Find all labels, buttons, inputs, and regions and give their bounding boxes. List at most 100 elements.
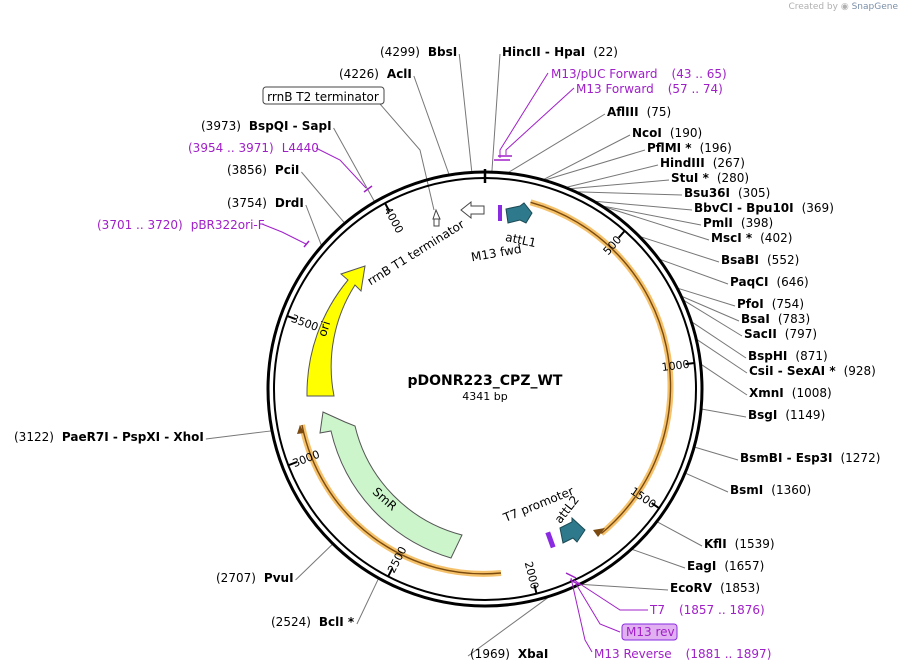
enzyme-leader-line [305, 204, 322, 246]
enzyme-label-xbai: (1969)XbaI [470, 647, 548, 661]
enzyme-leader-line [604, 206, 710, 241]
enzyme-leader-line [697, 339, 748, 374]
rrnb-t2-box [262, 86, 385, 105]
enzyme-leader-line [581, 583, 669, 591]
primer-label-m13-forward: M13 Forward(57 .. 74) [576, 82, 723, 96]
enzyme-label-msci: MscI *(402) [711, 231, 792, 245]
primer-leaders [261, 72, 648, 653]
credit-prefix: Created by [788, 2, 838, 12]
attl1-label: attL1 [504, 230, 537, 250]
enzyme-label-xmni: XmnI(1008) [749, 386, 832, 400]
insert-arc [529, 199, 674, 536]
enzyme-label-kfli: KflI(1539) [704, 537, 775, 551]
enzyme-leader-line [570, 179, 670, 190]
enzyme-label-bsai: BsaI(783) [741, 312, 810, 326]
enzyme-labels-right: HincII - HpaI(22) AflIII(75) NcoI(190) P… [502, 45, 880, 595]
primer-label-m13-rev: M13 rev [626, 625, 675, 639]
enzyme-label-pfoi: PfoI(754) [737, 297, 804, 311]
m13-fwd-label: M13 fwd [470, 242, 523, 265]
primer-markers [303, 155, 581, 586]
ori-label: ori [315, 319, 333, 338]
snapgene-logo-icon: ◉ [840, 2, 849, 12]
enzyme-label-bsmbi-esp3i: BsmBI - Esp3I(1272) [740, 451, 880, 465]
insert-arc-core [530, 201, 672, 535]
enzyme-leader-line [701, 408, 747, 418]
enzyme-leader-line [508, 113, 606, 173]
enzyme-label-bsphi: BspHI(871) [748, 349, 828, 363]
scale-tick-mark [286, 315, 296, 321]
enzyme-label-pvui: (2707)PvuI [216, 571, 294, 585]
enzyme-leader-line [578, 191, 683, 196]
enzyme-leader-line [413, 75, 450, 175]
primer-label-m13-puc-forward: M13/pUC Forward(43 .. 65) [551, 67, 727, 81]
enzyme-label-bsu36i: Bsu36I(305) [684, 186, 770, 200]
smr-feature [319, 411, 463, 559]
enzyme-leader-line [641, 236, 720, 263]
enzyme-leader-line [301, 171, 345, 223]
enzyme-label-drdi: (3754)DrdI [227, 196, 304, 210]
enzyme-label-pmli: PmlI(398) [703, 216, 773, 230]
enzyme-leader-line [660, 259, 729, 285]
enzyme-label-hincii-hpai: HincII - HpaI(22) [502, 45, 618, 59]
enzyme-label-afliii: AflIII(75) [607, 105, 671, 119]
enzyme-labels-left: (4299)BbsI (4226)AclI (3973)BspQI - SapI… [14, 45, 457, 629]
plasmid-size: 4341 bp [462, 390, 507, 403]
enzyme-leader-line [545, 149, 646, 181]
rrnb-t2-leader-line [379, 103, 435, 211]
primer-labels: M13/pUC Forward(43 .. 65) M13 Forward(57… [97, 67, 771, 661]
enzyme-label-pcii: (3856)PciI [227, 163, 299, 177]
rrnb-t1-terminator-arrow [460, 200, 485, 220]
enzyme-leader-line [295, 544, 333, 581]
enzyme-leader-line [701, 364, 748, 396]
enzyme-leader-line [684, 300, 743, 337]
enzyme-leader-line [458, 53, 473, 172]
t7-promoter-marker [545, 531, 556, 549]
attl2-arrow [559, 516, 586, 544]
enzyme-label-bcli: (2524)BclI * [271, 615, 355, 629]
enzyme-label-ecorv: EcoRV(1853) [670, 581, 760, 595]
enzyme-label-bbvci-bpu10i: BbvCI - Bpu10I(369) [694, 201, 834, 215]
enzyme-leader-line [543, 134, 631, 180]
scale-tick-mark [651, 502, 660, 510]
enzyme-leader-line [657, 521, 703, 547]
scale-tick-mark [618, 230, 626, 239]
attl1-arrow [505, 202, 533, 224]
scale-tick-label: 1000 [661, 358, 690, 374]
smr-insert-arrowhead [297, 425, 304, 434]
enzyme-label-hindiii: HindIII(267) [660, 156, 745, 170]
enzyme-leader-line [685, 472, 729, 493]
scale-tick-label: 2000 [522, 560, 541, 590]
m13-fwd-marker [498, 205, 502, 221]
primer-label-m13-reverse: M13 Reverse(1881 .. 1897) [594, 647, 771, 661]
enzyme-label-csii-sexai: CsiI - SexAI *(928) [749, 364, 876, 378]
enzyme-label-bbsi: (4299)BbsI [380, 45, 457, 59]
credit-app-name: SnapGene [851, 2, 898, 12]
enzyme-leader-line [595, 200, 693, 211]
scale-tick-mark [685, 362, 695, 366]
scale-tick-mark [533, 584, 538, 594]
primer-label-t7: T7(1857 .. 1876) [649, 603, 765, 617]
enzyme-label-stui: StuI *(280) [671, 171, 749, 185]
rrnb-t1-label: rrnB T1 terminator [365, 217, 467, 288]
enzyme-leader-line [632, 549, 686, 569]
ori-feature [306, 265, 366, 397]
insert-arrowhead [593, 528, 605, 537]
enzyme-leader-line [682, 296, 740, 322]
enzyme-leader-line [333, 127, 375, 202]
enzyme-label-sacii: SacII(797) [744, 327, 817, 341]
enzyme-label-eagi: EagI(1657) [687, 559, 764, 573]
m13-rev-box [621, 623, 678, 641]
enzyme-label-paqci: PaqCI(646) [730, 275, 809, 289]
rrnb-t2-label: rrnB T2 terminator [267, 90, 379, 104]
enzyme-label-ncoi: NcoI(190) [632, 126, 702, 140]
plasmid-name: pDONR223_CPZ_WT [408, 373, 563, 389]
scale-tick-mark [387, 568, 394, 577]
enzyme-leader-line [356, 578, 379, 625]
scale-tick-mark [384, 202, 391, 212]
enzyme-leader-line [467, 597, 548, 657]
enzyme-label-bspqi-sapi: (3973)BspQI - SapI [201, 119, 332, 133]
enzyme-label-acli: (4226)AclI [339, 67, 412, 81]
scale-tick-mark [287, 461, 298, 467]
enzyme-label-bsabi: BsaBI(552) [721, 253, 799, 267]
